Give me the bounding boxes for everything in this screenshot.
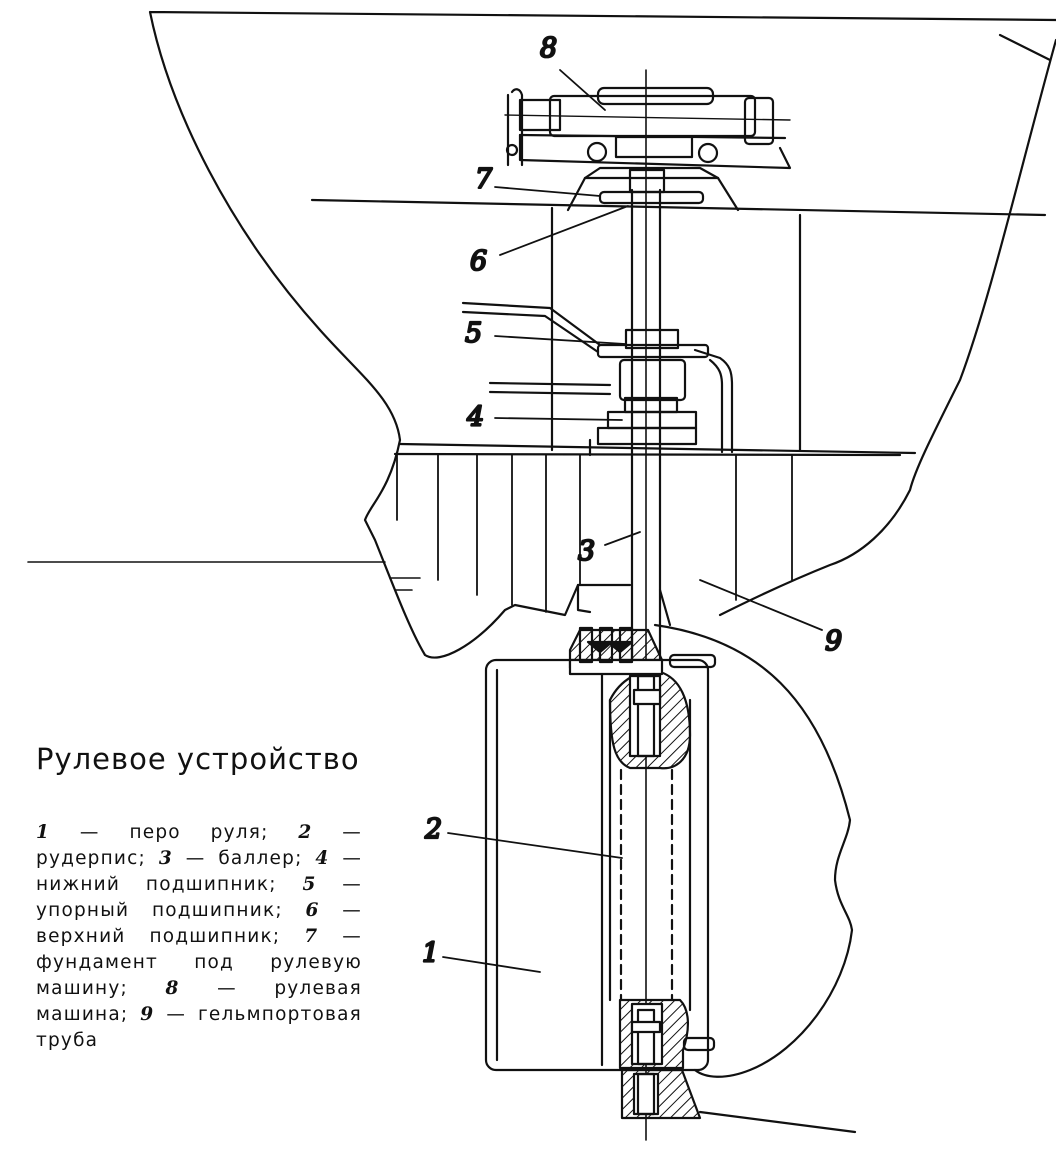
waterline <box>27 561 421 591</box>
helm-port-tube <box>576 583 672 627</box>
stern-frames <box>396 454 793 613</box>
callout-6: 6 <box>470 246 487 277</box>
legend-name: рудерпис <box>36 848 139 869</box>
callout-7: 7 <box>475 164 493 195</box>
callout-5: 5 <box>465 318 482 349</box>
legend-number: 3 <box>158 848 173 869</box>
stern-frame-curve <box>653 623 854 1078</box>
legend-number: 1 <box>36 822 51 843</box>
callout-2: 2 <box>424 814 442 845</box>
upper-coupling <box>608 670 692 770</box>
steering-machine <box>504 86 792 170</box>
legend-number: 4 <box>315 848 330 869</box>
steering-machine-foundation <box>566 166 740 212</box>
legend-name: перо руля <box>129 822 262 843</box>
rudder-blade <box>484 658 710 1072</box>
callout-9: 9 <box>825 626 842 657</box>
caption-legend: 1 — перо руля; 2 — рудерпис; 3 — баллер;… <box>36 822 363 1051</box>
thrust-bearing <box>461 301 734 454</box>
callout-leaders <box>442 69 823 973</box>
legend-number: 8 <box>165 978 180 999</box>
callout-8: 8 <box>540 33 557 64</box>
lower-coupling <box>618 998 716 1070</box>
legend-name: верхний подшипник <box>36 926 273 947</box>
callout-1: 1 <box>422 938 439 969</box>
legend-name: нижний подшипник <box>36 874 270 895</box>
legend-name: баллер <box>218 848 296 869</box>
legend-number: 5 <box>302 874 317 895</box>
rudder-heel <box>620 1068 857 1134</box>
lower-deck <box>398 442 917 455</box>
rudder-stock <box>630 69 662 1141</box>
hull-right-profile <box>718 33 1056 617</box>
legend-number: 2 <box>298 822 313 843</box>
legend-name: рулевая машина <box>36 978 362 1025</box>
callout-3: 3 <box>578 536 595 567</box>
legend-name: упорный подшипник <box>36 900 276 921</box>
caption-title: Рулевое устройство <box>36 742 360 776</box>
upper-deck <box>310 198 1047 217</box>
legend-name: фундамент под рулевую машину <box>36 952 362 999</box>
legend-number: 6 <box>305 900 320 921</box>
rudder-gland <box>568 626 717 676</box>
lower-bearing <box>488 381 698 457</box>
legend-number: 7 <box>304 926 319 947</box>
callout-4: 4 <box>466 402 484 433</box>
hull-outline <box>148 10 1056 659</box>
legend-number: 9 <box>140 1004 155 1025</box>
legend-name: гельмпортовая труба <box>36 1004 362 1051</box>
